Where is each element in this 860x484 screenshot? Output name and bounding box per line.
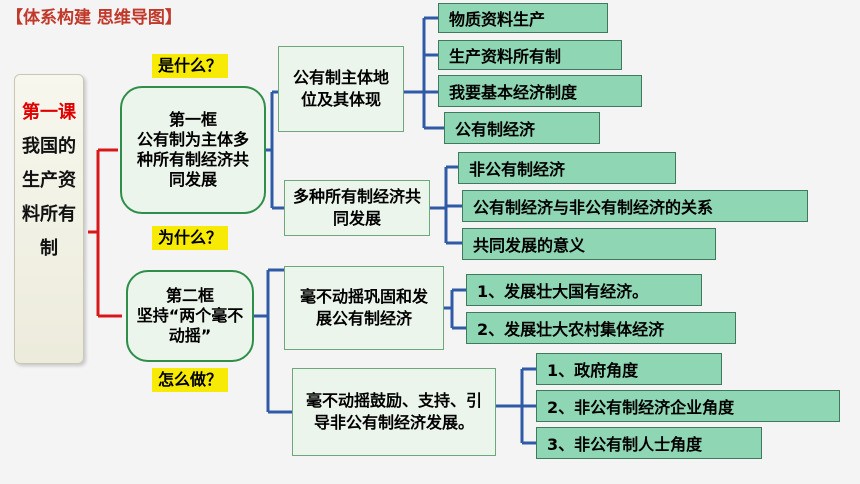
root-rest: 我国的生产资料所有制 — [22, 136, 76, 259]
leaf-public-economy: 公有制经济 — [444, 112, 600, 144]
lesson1-bracket — [266, 90, 284, 210]
topic-consolidate-public: 毫不动摇巩固和发展公有制经济 — [284, 266, 444, 350]
leaf-basic-economic-system: 我要基本经济制度 — [438, 75, 642, 107]
topic11-bracket — [404, 16, 444, 130]
leaf-means-of-production-ownership: 生产资料所有制 — [438, 40, 622, 70]
topic22-bracket — [496, 367, 536, 445]
topic-multiple-ownership: 多种所有制经济共同发展 — [284, 180, 430, 236]
topic-support-nonpublic: 毫不动摇鼓励、支持、引导非公有制经济发展。 — [292, 368, 496, 456]
leaf-enterprise-angle: 2、非公有制经济企业角度 — [536, 390, 840, 422]
root-label: 第一课我国的生产资料所有制 — [20, 96, 78, 266]
leaf-state-economy: 1、发展壮大国有经济。 — [466, 274, 702, 306]
root-bracket — [88, 148, 122, 318]
topic12-bracket — [430, 165, 462, 245]
lesson2-node: 第二框 坚持“两个毫不动摇” — [126, 270, 254, 362]
question-what: 是什么？ — [152, 54, 229, 78]
page-title: 【体系构建 思维导图】 — [6, 8, 182, 28]
question-why: 为什么？ — [152, 226, 229, 250]
topic-public-dominance: 公有制主体地位及其体现 — [278, 46, 404, 132]
leaf-public-nonpublic-relation: 公有制经济与非公有制经济的关系 — [462, 190, 808, 222]
topic21-bracket — [444, 288, 466, 330]
lesson2-bracket — [254, 268, 292, 414]
leaf-government-angle: 1、政府角度 — [536, 353, 722, 385]
leaf-common-development-significance: 共同发展的意义 — [462, 228, 716, 260]
root-scroll — [14, 74, 84, 364]
question-how: 怎么做？ — [152, 368, 229, 392]
leaf-rural-collective-economy: 2、发展壮大农村集体经济 — [466, 312, 736, 344]
leaf-material-production: 物质资料生产 — [438, 3, 608, 33]
leaf-nonpublic-economy: 非公有制经济 — [458, 152, 676, 184]
leaf-individual-angle: 3、非公有制人士角度 — [536, 427, 762, 459]
lesson1-node: 第一框 公有制为主体多种所有制经济共同发展 — [120, 86, 266, 214]
root-highlight: 第一课 — [22, 102, 76, 123]
